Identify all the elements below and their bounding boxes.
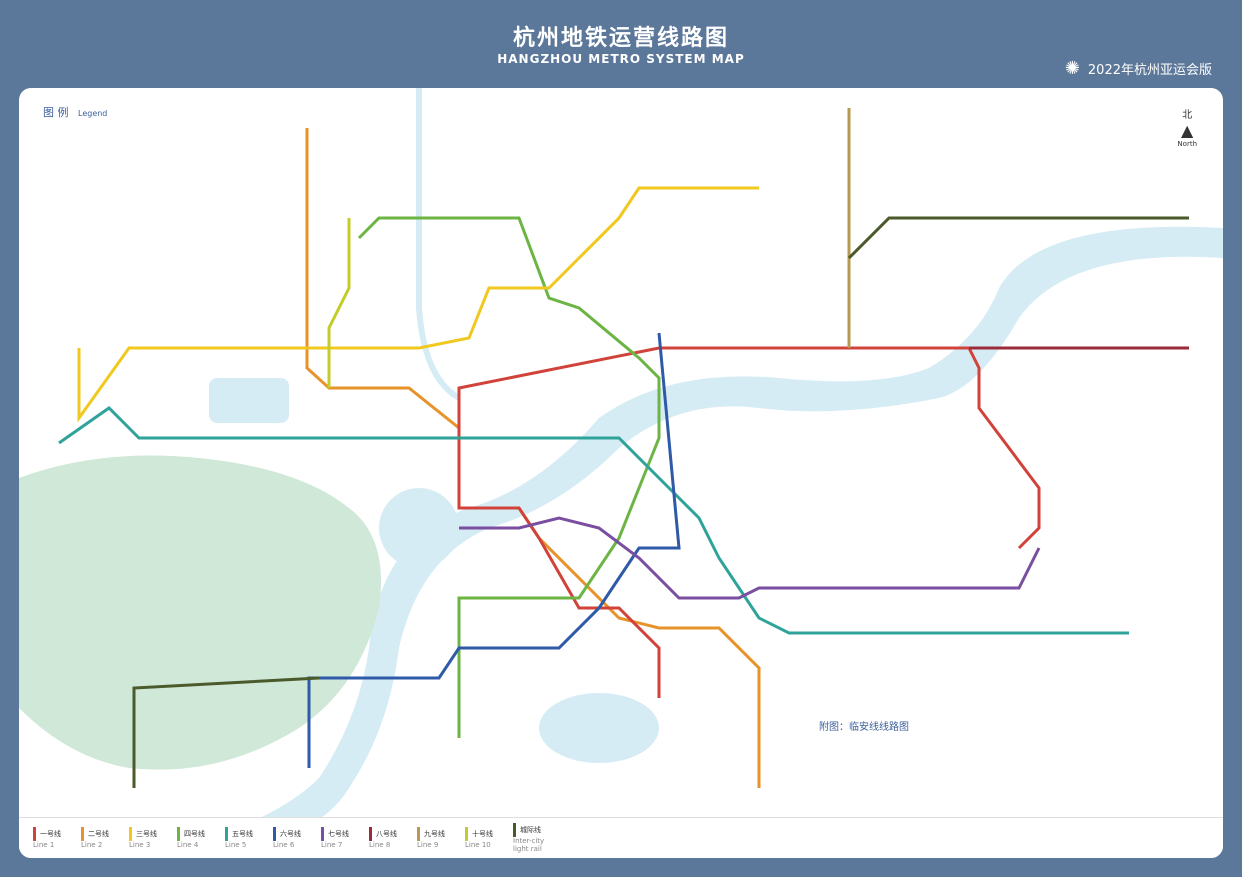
legend-line-en: Line 10 (465, 841, 491, 849)
asian-games-badge: ✺ 2022年杭州亚运会版 (1065, 58, 1212, 79)
legend-swatch (177, 827, 180, 841)
legend-title: 图 例 Legend (43, 104, 107, 120)
legend-line-en: Line 9 (417, 841, 439, 849)
legend-line-en: Line 1 (33, 841, 55, 849)
haining-line-path (847, 216, 1189, 260)
legend-title-en: Legend (78, 109, 108, 118)
north-sub: North (1177, 140, 1197, 148)
legend-swatch (465, 827, 468, 841)
legend-line-name: 五号线 (232, 830, 253, 838)
legend-line-10: 十号线 Line 10 (465, 827, 513, 849)
legend-line-en: Inter-city light rail (513, 837, 545, 853)
west-lake-water (379, 488, 459, 568)
xianghu-water (539, 693, 659, 763)
xixi-water (209, 378, 289, 423)
north-indicator: 北 ▲ North (1177, 106, 1197, 148)
north-label: 北 (1182, 110, 1193, 121)
legend-line-name: 三号线 (136, 830, 157, 838)
legend-title-cn: 图 例 (43, 106, 69, 119)
legend-line-name: 一号线 (40, 830, 61, 838)
legend-swatch (321, 827, 324, 841)
legend-line-name: 八号线 (376, 830, 397, 838)
legend-line-name: 十号线 (472, 830, 493, 838)
legend-swatch (81, 827, 84, 841)
legend-line-1: 一号线 Line 1 (33, 827, 81, 849)
legend-line-en: Line 2 (81, 841, 103, 849)
line-6-path (307, 332, 681, 768)
fuyang-line-path (132, 676, 320, 788)
legend-line-9: 九号线 Line 9 (417, 827, 465, 849)
legend-line-6: 六号线 Line 6 (273, 827, 321, 849)
legend-line-name: 七号线 (328, 830, 349, 838)
legend-line-name: 九号线 (424, 830, 445, 838)
scenic-area (19, 455, 381, 770)
map-title: 杭州地铁运营线路图 (512, 26, 729, 51)
inset-title: 附图：临安线线路图 (819, 722, 909, 733)
legend-line-5: 五号线 Line 5 (225, 827, 273, 849)
legend-line-en: Line 8 (369, 841, 391, 849)
north-arrow-icon: ▲ (1181, 121, 1194, 140)
legend-line-en: Line 4 (177, 841, 199, 849)
map-subtitle: HANGZHOU METRO SYSTEM MAP (497, 52, 745, 66)
legend-line-2: 二号线 Line 2 (81, 827, 129, 849)
legend-swatch (513, 823, 516, 837)
map-card[interactable]: 图 例 Legend 北 ▲ North 附图：临安线线路图 一号线 Line 1… (19, 88, 1223, 858)
legend-line-8: 八号线 Line 8 (369, 827, 417, 849)
metro-map-svg[interactable] (19, 88, 1223, 858)
asian-games-label: 2022年杭州亚运会版 (1087, 63, 1212, 78)
legend-line-4: 四号线 Line 4 (177, 827, 225, 849)
legend-swatch (225, 827, 228, 841)
legend-line-en: Line 3 (129, 841, 151, 849)
legend-swatch (369, 827, 372, 841)
legend-line-inter: 城际线 Inter-city light rail (513, 823, 561, 853)
legend-line-en: Line 7 (321, 841, 343, 849)
legend-line-name: 二号线 (88, 830, 109, 838)
line-10-path (327, 218, 351, 388)
legend-line-name: 六号线 (280, 830, 301, 838)
sun-icon: ✺ (1064, 58, 1080, 79)
legend-line-3: 三号线 Line 3 (129, 827, 177, 849)
legend-swatch (417, 827, 420, 841)
legend-line-name: 四号线 (184, 830, 205, 838)
line-legend-bar: 一号线 Line 1 二号线 Line 2 三号线 Line 3 四号线 Line 4 五号线 L… (19, 817, 1223, 858)
legend-swatch (129, 827, 132, 841)
legend-line-name: 城际线 (520, 826, 541, 834)
legend-swatch (273, 827, 276, 841)
legend-swatch (33, 827, 36, 841)
legend-line-en: Line 5 (225, 841, 247, 849)
legend-line-7: 七号线 Line 7 (321, 827, 369, 849)
line-4-path (357, 216, 661, 738)
line-5-path (58, 406, 1129, 635)
linan-inset: 附图：临安线线路图 (819, 718, 1209, 808)
line-7-path (459, 516, 1041, 600)
canal-water (416, 88, 461, 401)
line-3-path (77, 186, 759, 423)
legend-line-en: Line 6 (273, 841, 295, 849)
qiantang-river (139, 226, 1223, 858)
